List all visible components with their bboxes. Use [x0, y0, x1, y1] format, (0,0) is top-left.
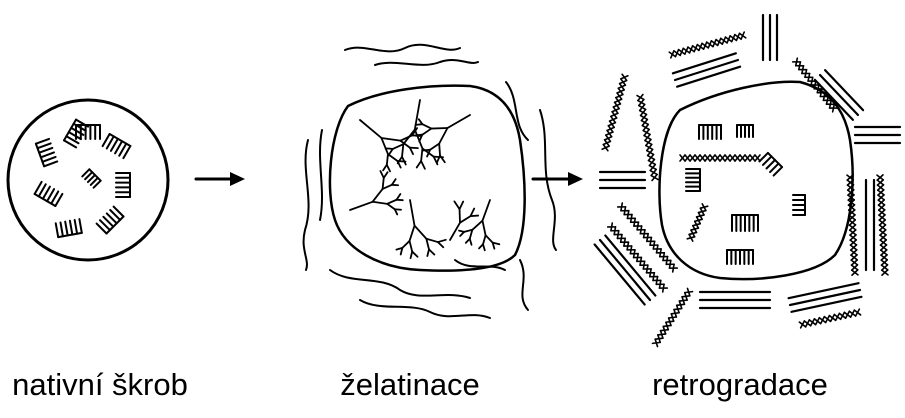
retrograded-granule: [595, 15, 900, 347]
gelatinized-granule: [304, 45, 556, 318]
native-starch-granule: [8, 100, 168, 260]
gelatinization-label: želatinace: [300, 365, 520, 405]
amylose-double-helices: [595, 15, 900, 347]
amylopectin-clusters: [35, 120, 131, 237]
recrystallized-clusters: [680, 125, 805, 264]
native-starch-label: nativní škrob: [0, 365, 200, 405]
right-arrow-icon: [533, 172, 583, 186]
dispersed-amylopectin-branches: [350, 100, 499, 258]
right-arrow-icon: [196, 172, 245, 186]
starch-diagram: [0, 0, 905, 360]
retrogradation-label: retrogradace: [600, 365, 880, 405]
retrograded-granule-outline: [659, 82, 852, 279]
